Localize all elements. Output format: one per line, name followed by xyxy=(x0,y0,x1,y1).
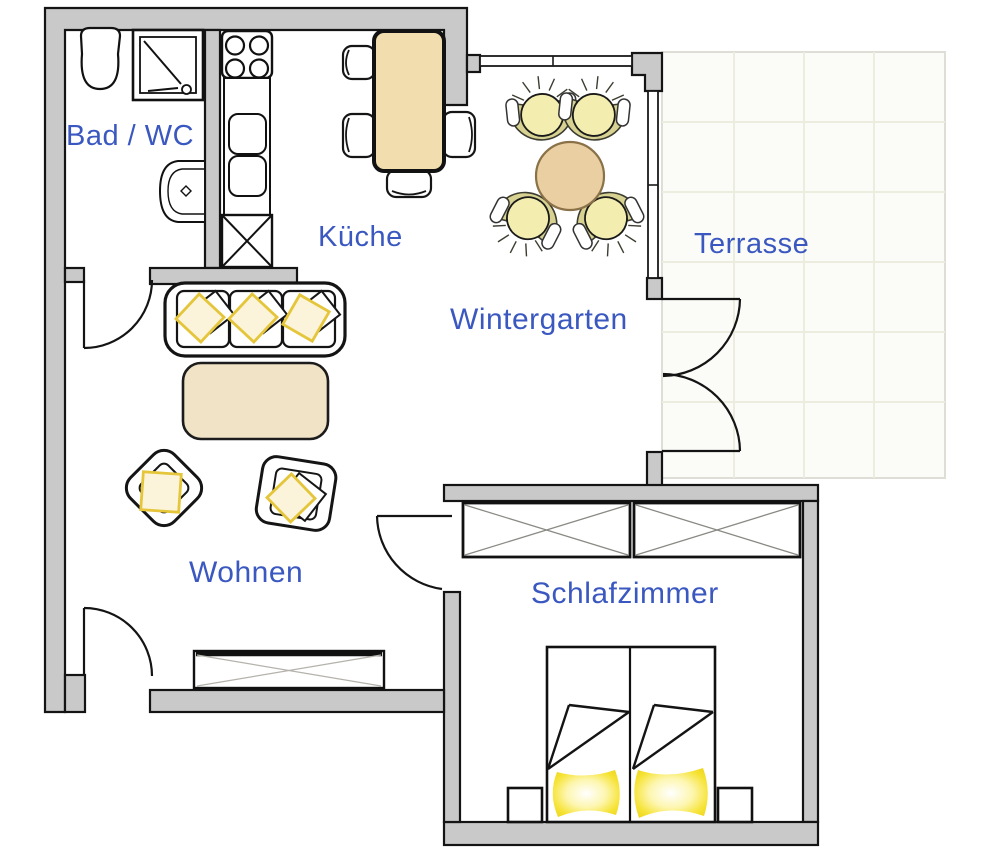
wall-bedroom-west xyxy=(442,590,462,824)
wintergarten-set xyxy=(478,71,656,270)
blanket-folds xyxy=(546,703,714,770)
wall-bedroom-north xyxy=(442,483,820,503)
washbasin-icon xyxy=(158,160,204,223)
sofa-cushions xyxy=(173,289,342,345)
sideboard xyxy=(192,649,386,690)
double-bed xyxy=(545,645,717,824)
armchair xyxy=(254,455,338,532)
wall-top-left xyxy=(43,6,469,714)
kitchen-units xyxy=(220,29,274,269)
dining-chair xyxy=(341,44,377,81)
shower-icon xyxy=(131,28,205,102)
kitchen-cabinet-icon xyxy=(220,213,274,269)
kitchen-counter-icon xyxy=(223,77,271,216)
dining-chair xyxy=(385,168,433,199)
room-label-bad-wc: Bad / WC xyxy=(66,120,195,152)
walls xyxy=(43,6,820,847)
wall-corner-northeast xyxy=(630,51,664,93)
wall-living-south xyxy=(148,688,446,714)
dining-chair xyxy=(441,110,477,159)
wall-bath-door-jamb xyxy=(63,266,86,284)
armchair xyxy=(124,448,204,528)
bathroom-fixtures xyxy=(79,26,205,223)
pillow xyxy=(552,770,620,817)
toilet-icon xyxy=(79,26,122,91)
wall-entrance-jamb xyxy=(63,673,87,714)
room-label-wintergarten: Wintergarten xyxy=(450,303,628,336)
dining-set xyxy=(341,29,477,199)
stove-icon xyxy=(220,29,274,80)
door-bathroom xyxy=(82,279,154,350)
door-bedroom xyxy=(375,514,452,591)
dining-table xyxy=(372,29,446,173)
wall-bedroom-south xyxy=(442,820,820,847)
room-label-schlafzimmer: Schlafzimmer xyxy=(531,577,719,610)
room-label-wohnen: Wohnen xyxy=(189,556,304,589)
wardrobe xyxy=(461,501,632,559)
dining-chair xyxy=(341,112,377,159)
wall-window-stub xyxy=(465,53,482,74)
bedroom-furniture xyxy=(461,501,802,824)
room-label-terrasse: Terrasse xyxy=(694,228,810,260)
room-label-kueche: Küche xyxy=(318,221,403,253)
window-north xyxy=(479,55,633,67)
wardrobe xyxy=(632,501,802,559)
round-table xyxy=(534,140,606,212)
door-entrance xyxy=(82,606,154,677)
wall-bath-kitchen-divider xyxy=(203,28,222,270)
wicker-chair xyxy=(555,71,634,145)
windows xyxy=(479,55,659,279)
doors xyxy=(82,279,742,677)
terrace-tiles xyxy=(661,51,946,479)
pillow xyxy=(634,768,708,818)
wall-bedroom-east xyxy=(801,499,820,824)
coffee-table xyxy=(181,361,330,441)
wall-terrace-door-jamb-top xyxy=(645,276,664,301)
sofa xyxy=(163,281,347,358)
living-room-furniture xyxy=(124,281,386,690)
nightstand xyxy=(716,786,754,824)
door-terrace-double xyxy=(662,297,742,453)
nightstand xyxy=(506,786,544,824)
